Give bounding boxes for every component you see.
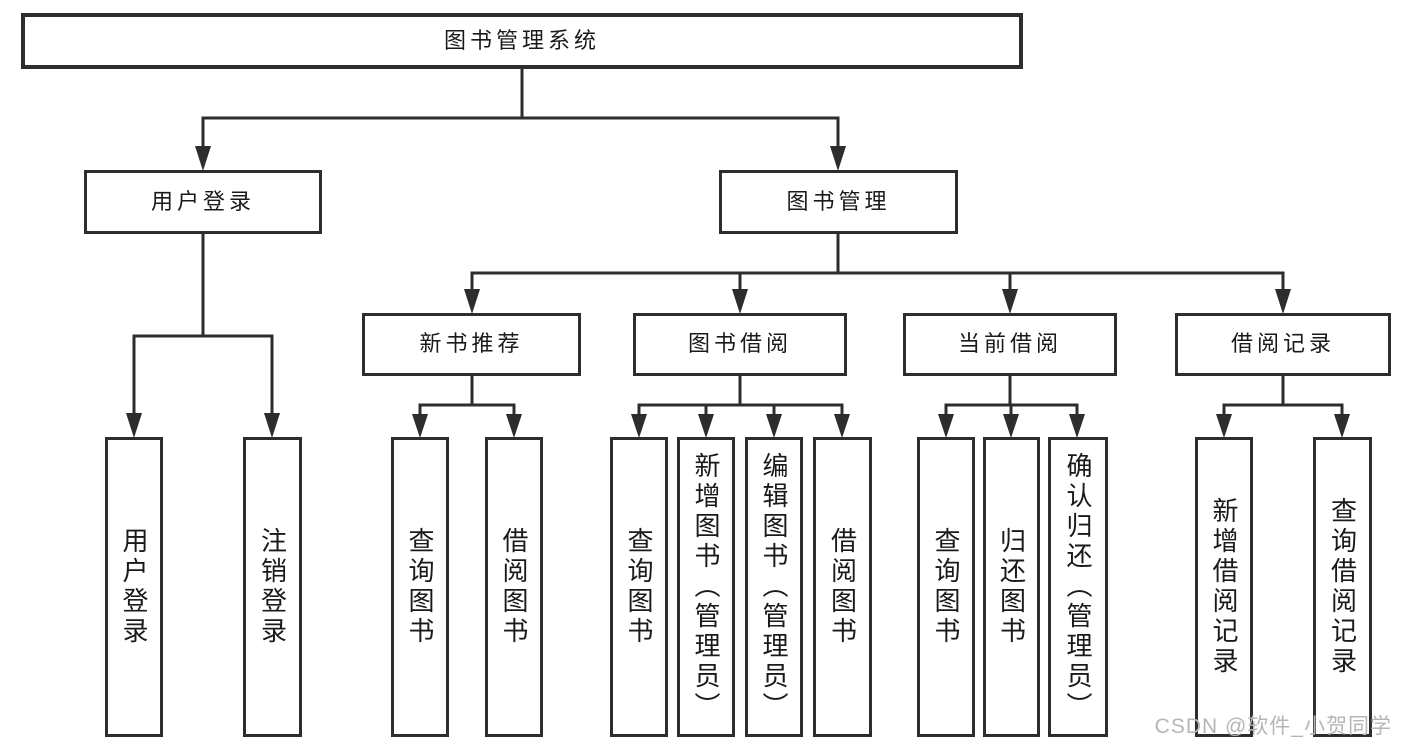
leaf-borrow-books-label: 借阅图书 [827, 527, 858, 647]
leaf-user-login: 用户登录 [105, 437, 163, 737]
leaf-recommend-query-books: 查询图书 [391, 437, 449, 737]
leaf-edit-books-admin-label: 编辑图书（管理员） [759, 452, 789, 722]
leaf-confirm-return-admin: 确认归还（管理员） [1048, 437, 1108, 737]
node-root-label: 图书管理系统 [443, 27, 600, 53]
leaf-recommend-query-books-label: 查询图书 [405, 527, 435, 647]
connector-root-to-level2 [195, 69, 846, 171]
leaf-add-borrow-record-label: 新增借阅记录 [1209, 497, 1239, 677]
connector-new-book-recommend-to-leaves [412, 376, 522, 438]
leaf-current-query-books-label: 查询图书 [931, 527, 961, 647]
node-new-book-recommend-label: 新书推荐 [419, 331, 524, 357]
leaf-current-query-books: 查询图书 [917, 437, 975, 737]
leaf-add-borrow-record: 新增借阅记录 [1195, 437, 1253, 737]
leaf-borrow-books: 借阅图书 [813, 437, 872, 737]
leaf-edit-books-admin: 编辑图书（管理员） [745, 437, 803, 737]
leaf-user-login-label: 用户登录 [119, 527, 149, 647]
node-book-management-label: 图书管理 [786, 188, 891, 214]
connector-user-login-to-leaves [126, 233, 280, 438]
node-borrow-records: 借阅记录 [1175, 313, 1391, 376]
leaf-confirm-return-admin-label: 确认归还（管理员） [1063, 452, 1093, 722]
leaf-logout-label: 注销登录 [257, 527, 288, 647]
node-book-management: 图书管理 [719, 170, 958, 234]
leaf-borrow-query-books-label: 查询图书 [624, 527, 654, 647]
node-user-login-label: 用户登录 [150, 188, 255, 214]
leaf-borrow-query-books: 查询图书 [610, 437, 668, 737]
connector-current-borrow-to-leaves [938, 376, 1085, 438]
node-new-book-recommend: 新书推荐 [362, 313, 581, 376]
node-current-borrow: 当前借阅 [903, 313, 1117, 376]
leaf-query-borrow-record: 查询借阅记录 [1313, 437, 1372, 737]
node-book-borrow: 图书借阅 [633, 313, 847, 376]
leaf-return-books: 归还图书 [983, 437, 1040, 737]
node-user-login: 用户登录 [84, 170, 322, 234]
leaf-logout: 注销登录 [243, 437, 302, 737]
connector-book-borrow-to-leaves [631, 376, 850, 438]
csdn-watermark: CSDN @软件_小贺同学 [1154, 715, 1392, 738]
connector-borrow-records-to-leaves [1216, 376, 1350, 438]
node-current-borrow-label: 当前借阅 [957, 331, 1062, 357]
node-root: 图书管理系统 [21, 13, 1023, 69]
leaf-recommend-borrow-books: 借阅图书 [485, 437, 543, 737]
leaf-query-borrow-record-label: 查询借阅记录 [1327, 497, 1358, 677]
leaf-return-books-label: 归还图书 [996, 527, 1027, 647]
leaf-add-books-admin: 新增图书（管理员） [677, 437, 735, 737]
connector-book-management-to-level3 [464, 234, 1291, 314]
node-book-borrow-label: 图书借阅 [687, 331, 792, 357]
leaf-add-books-admin-label: 新增图书（管理员） [691, 452, 721, 722]
leaf-recommend-borrow-books-label: 借阅图书 [499, 527, 529, 647]
node-borrow-records-label: 借阅记录 [1230, 331, 1335, 357]
